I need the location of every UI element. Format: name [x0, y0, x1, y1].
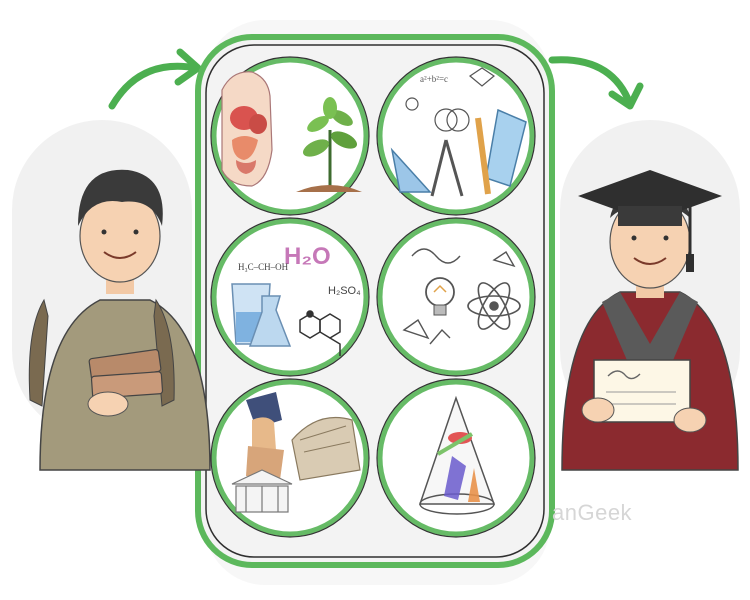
nefertiti-icon	[246, 392, 284, 480]
geometry-circle: a²+b²=c	[376, 56, 536, 216]
history-circle	[210, 378, 370, 538]
physics-circle	[376, 217, 536, 377]
student-figure	[28, 169, 211, 471]
h2so4-formula: H₂SO₄	[328, 285, 361, 297]
pencil-icon	[475, 117, 491, 195]
svg-text:H₃C–CH–OH: H₃C–CH–OH	[238, 262, 289, 272]
chemistry-circle: H₂O H₂SO₄ H₃C–CH–OH	[210, 217, 370, 377]
temple-icon	[231, 469, 293, 513]
student-hair	[78, 169, 163, 226]
atom-icon	[467, 282, 521, 330]
plant-icon	[296, 97, 362, 192]
molecule-icon	[299, 310, 341, 356]
graduate-figure	[561, 170, 739, 471]
watermark-text: anGeek	[552, 500, 633, 525]
cone-icon	[418, 395, 496, 515]
h2o-formula: H₂O	[284, 243, 331, 270]
biology-circle	[210, 56, 370, 216]
anatomy-icon	[221, 71, 273, 187]
beaker-icon	[231, 283, 292, 347]
protractor-icon	[390, 108, 527, 193]
conic-sections-circle	[376, 378, 536, 538]
arrow-left-icon	[108, 48, 202, 110]
graduation-cap-icon	[578, 170, 722, 272]
lamassu-icon	[291, 416, 361, 481]
lightbulb-icon	[425, 277, 455, 316]
wave-icon	[402, 248, 516, 345]
venn-icon	[405, 67, 496, 132]
compass-icon	[430, 139, 464, 197]
svg-text:a²+b²=c: a²+b²=c	[420, 74, 448, 84]
arrow-right-icon	[548, 56, 644, 110]
